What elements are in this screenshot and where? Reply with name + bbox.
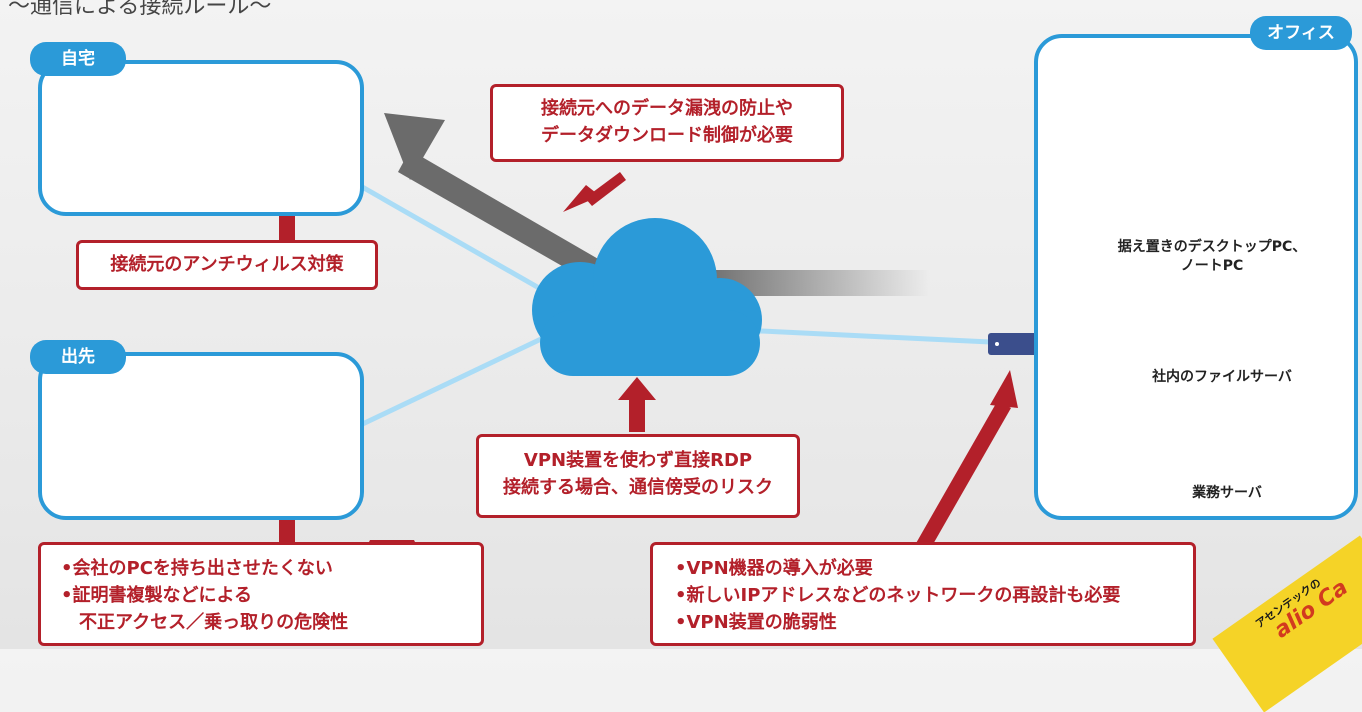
callout-antivirus-text: 接続元のアンチウィルス対策 [110, 254, 344, 275]
callout-remote-risks-line-3: 不正アクセス／乗っ取りの危険性 [61, 612, 349, 633]
callout-vpn-issues-line-3: •VPN装置の脆弱性 [675, 612, 837, 633]
gray-arrow-home [384, 113, 600, 282]
home-tag: 自宅 [30, 42, 126, 76]
callout-data-leak-line-2: データダウンロード制御が必要 [541, 125, 793, 146]
remote-tag: 出先 [30, 340, 126, 374]
header-title-fragment: 〜通信による接続ルール〜 [8, 0, 272, 19]
desktop-pc-label: 据え置きのデスクトップPC、ノートPC [1117, 239, 1307, 274]
callout-direct-rdp: VPN装置を使わず直接RDP 接続する場合、通信傍受のリスク [476, 434, 800, 518]
callout-vpn-issues-line-2: •新しいIPアドレスなどのネットワークの再設計も必要 [675, 585, 1121, 606]
callout-antivirus: 接続元のアンチウィルス対策 [76, 240, 378, 290]
callout-vpn-issues-line-1: •VPN機器の導入が必要 [675, 558, 873, 579]
office-panel [1034, 34, 1358, 520]
callout-direct-rdp-line-2: 接続する場合、通信傍受のリスク [503, 477, 773, 498]
callout-remote-risks-line-1: •会社のPCを持ち出させたくない [61, 558, 333, 579]
home-panel [38, 60, 364, 216]
office-tag: オフィス [1250, 16, 1352, 50]
callout-remote-risks-line-2: •証明書複製などによる [61, 585, 252, 606]
business-server-label: 業務サーバ [1192, 485, 1262, 501]
coffee-sign-text: COFFEE [89, 428, 137, 441]
remote-panel [38, 352, 364, 520]
callout-direct-rdp-line-1: VPN装置を使わず直接RDP [523, 450, 753, 471]
callout-remote-risks: •会社のPCを持ち出させたくない •証明書複製などによる 不正アクセス／乗っ取り… [38, 542, 484, 646]
callout-data-leak-line-1: 接続元へのデータ漏洩の防止や [541, 98, 793, 119]
cloud-icon [532, 218, 762, 376]
file-server-label: 社内のファイルサーバ [1152, 369, 1292, 385]
callout-data-leak: 接続元へのデータ漏洩の防止や データダウンロード制御が必要 [490, 84, 844, 162]
callout-vpn-issues: •VPN機器の導入が必要 •新しいIPアドレスなどのネットワークの再設計も必要 … [650, 542, 1196, 646]
